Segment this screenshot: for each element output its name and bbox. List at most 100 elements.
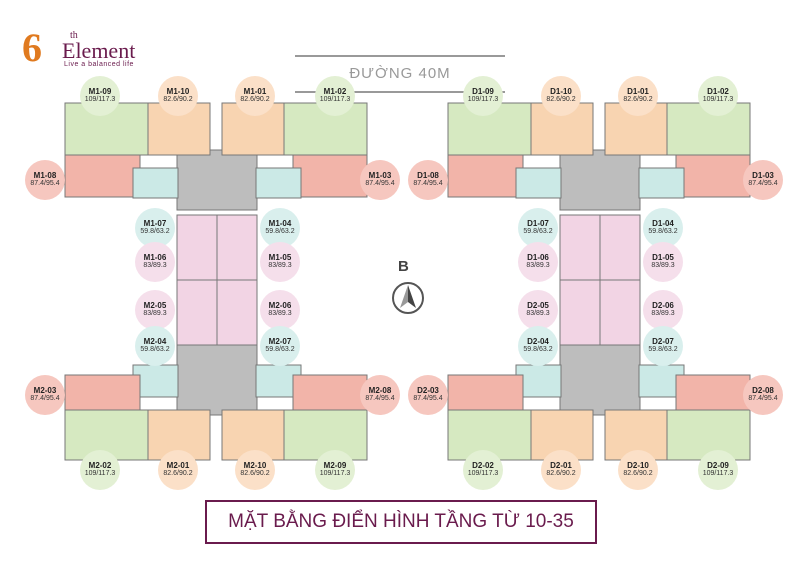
unit-area: 109/117.3 — [84, 470, 116, 477]
unit-code: D1-07 — [527, 219, 549, 228]
unit-m2-03 — [64, 374, 141, 414]
unit-code: D1-01 — [627, 87, 649, 96]
unit-code: D2-04 — [527, 337, 549, 346]
unit-m1-04 — [255, 167, 302, 199]
unit-area: 109/117.3 — [702, 96, 734, 103]
unit-area: 87.4/95.4 — [365, 180, 395, 187]
unit-area: 82.6/90.2 — [240, 96, 270, 103]
unit-code: D1-04 — [652, 219, 674, 228]
unit-area: 82.6/90.2 — [546, 470, 576, 477]
core-top — [559, 149, 641, 211]
unit-area: 82.6/90.2 — [163, 470, 193, 477]
unit-code: M2-04 — [143, 337, 167, 346]
unit-code: M1-03 — [368, 171, 392, 180]
unit-m2-05 — [176, 279, 218, 346]
unit-m1-03 — [292, 154, 368, 198]
unit-code: D1-05 — [652, 253, 674, 262]
unit-area: 83/89.3 — [651, 262, 675, 269]
unit-code: D1-10 — [550, 87, 572, 96]
unit-area: 109/117.3 — [319, 470, 351, 477]
core-top — [176, 149, 258, 211]
unit-code: D2-03 — [417, 386, 439, 395]
unit-code: D1-06 — [527, 253, 549, 262]
unit-area: 87.4/95.4 — [748, 395, 778, 402]
unit-area: 82.6/90.2 — [623, 470, 653, 477]
unit-d2-06 — [599, 279, 641, 346]
unit-code: D2-09 — [707, 461, 729, 470]
unit-d1-04 — [638, 167, 685, 199]
compass-icon — [392, 282, 424, 314]
unit-area: 87.4/95.4 — [413, 180, 443, 187]
unit-area: 59.8/63.2 — [265, 346, 295, 353]
logo-six: 6 — [22, 25, 42, 70]
road-label: ĐƯỜNG 40M — [295, 55, 505, 93]
unit-code: M2-09 — [323, 461, 347, 470]
unit-code: M1-05 — [268, 253, 292, 262]
north-label: B — [398, 258, 409, 275]
unit-code: M1-02 — [323, 87, 347, 96]
unit-area: 83/89.3 — [526, 310, 550, 317]
unit-area: 82.6/90.2 — [163, 96, 193, 103]
unit-d2-03 — [447, 374, 524, 414]
unit-area: 87.4/95.4 — [30, 395, 60, 402]
unit-d2-02 — [447, 409, 532, 461]
unit-m2-08 — [292, 374, 368, 414]
unit-code: M1-09 — [88, 87, 112, 96]
unit-code: D1-02 — [707, 87, 729, 96]
unit-area: 87.4/95.4 — [30, 180, 60, 187]
unit-code: D2-02 — [472, 461, 494, 470]
unit-code: M2-07 — [268, 337, 292, 346]
core-bottom — [559, 344, 641, 416]
unit-d2-08 — [675, 374, 751, 414]
unit-area: 109/117.3 — [84, 96, 116, 103]
unit-area: 59.8/63.2 — [265, 228, 295, 235]
unit-area: 82.6/90.2 — [623, 96, 653, 103]
logo-tagline: Live a balanced life — [64, 61, 134, 68]
unit-code: D2-08 — [752, 386, 774, 395]
unit-code: M2-05 — [143, 301, 167, 310]
unit-area: 83/89.3 — [143, 262, 167, 269]
unit-m2-06 — [216, 279, 258, 346]
unit-code: M1-08 — [33, 171, 57, 180]
unit-m1-05 — [216, 214, 258, 281]
unit-d1-03 — [675, 154, 751, 198]
unit-d1-08 — [447, 154, 524, 198]
unit-area: 83/89.3 — [268, 310, 292, 317]
unit-code: D1-08 — [417, 171, 439, 180]
unit-area: 59.8/63.2 — [523, 346, 553, 353]
unit-code: D1-03 — [752, 171, 774, 180]
unit-area: 59.8/63.2 — [140, 228, 170, 235]
unit-d1-07 — [515, 167, 562, 199]
unit-code: M2-03 — [33, 386, 57, 395]
unit-area: 83/89.3 — [526, 262, 550, 269]
unit-code: D2-06 — [652, 301, 674, 310]
unit-d1-05 — [599, 214, 641, 281]
unit-area: 109/117.3 — [702, 470, 734, 477]
